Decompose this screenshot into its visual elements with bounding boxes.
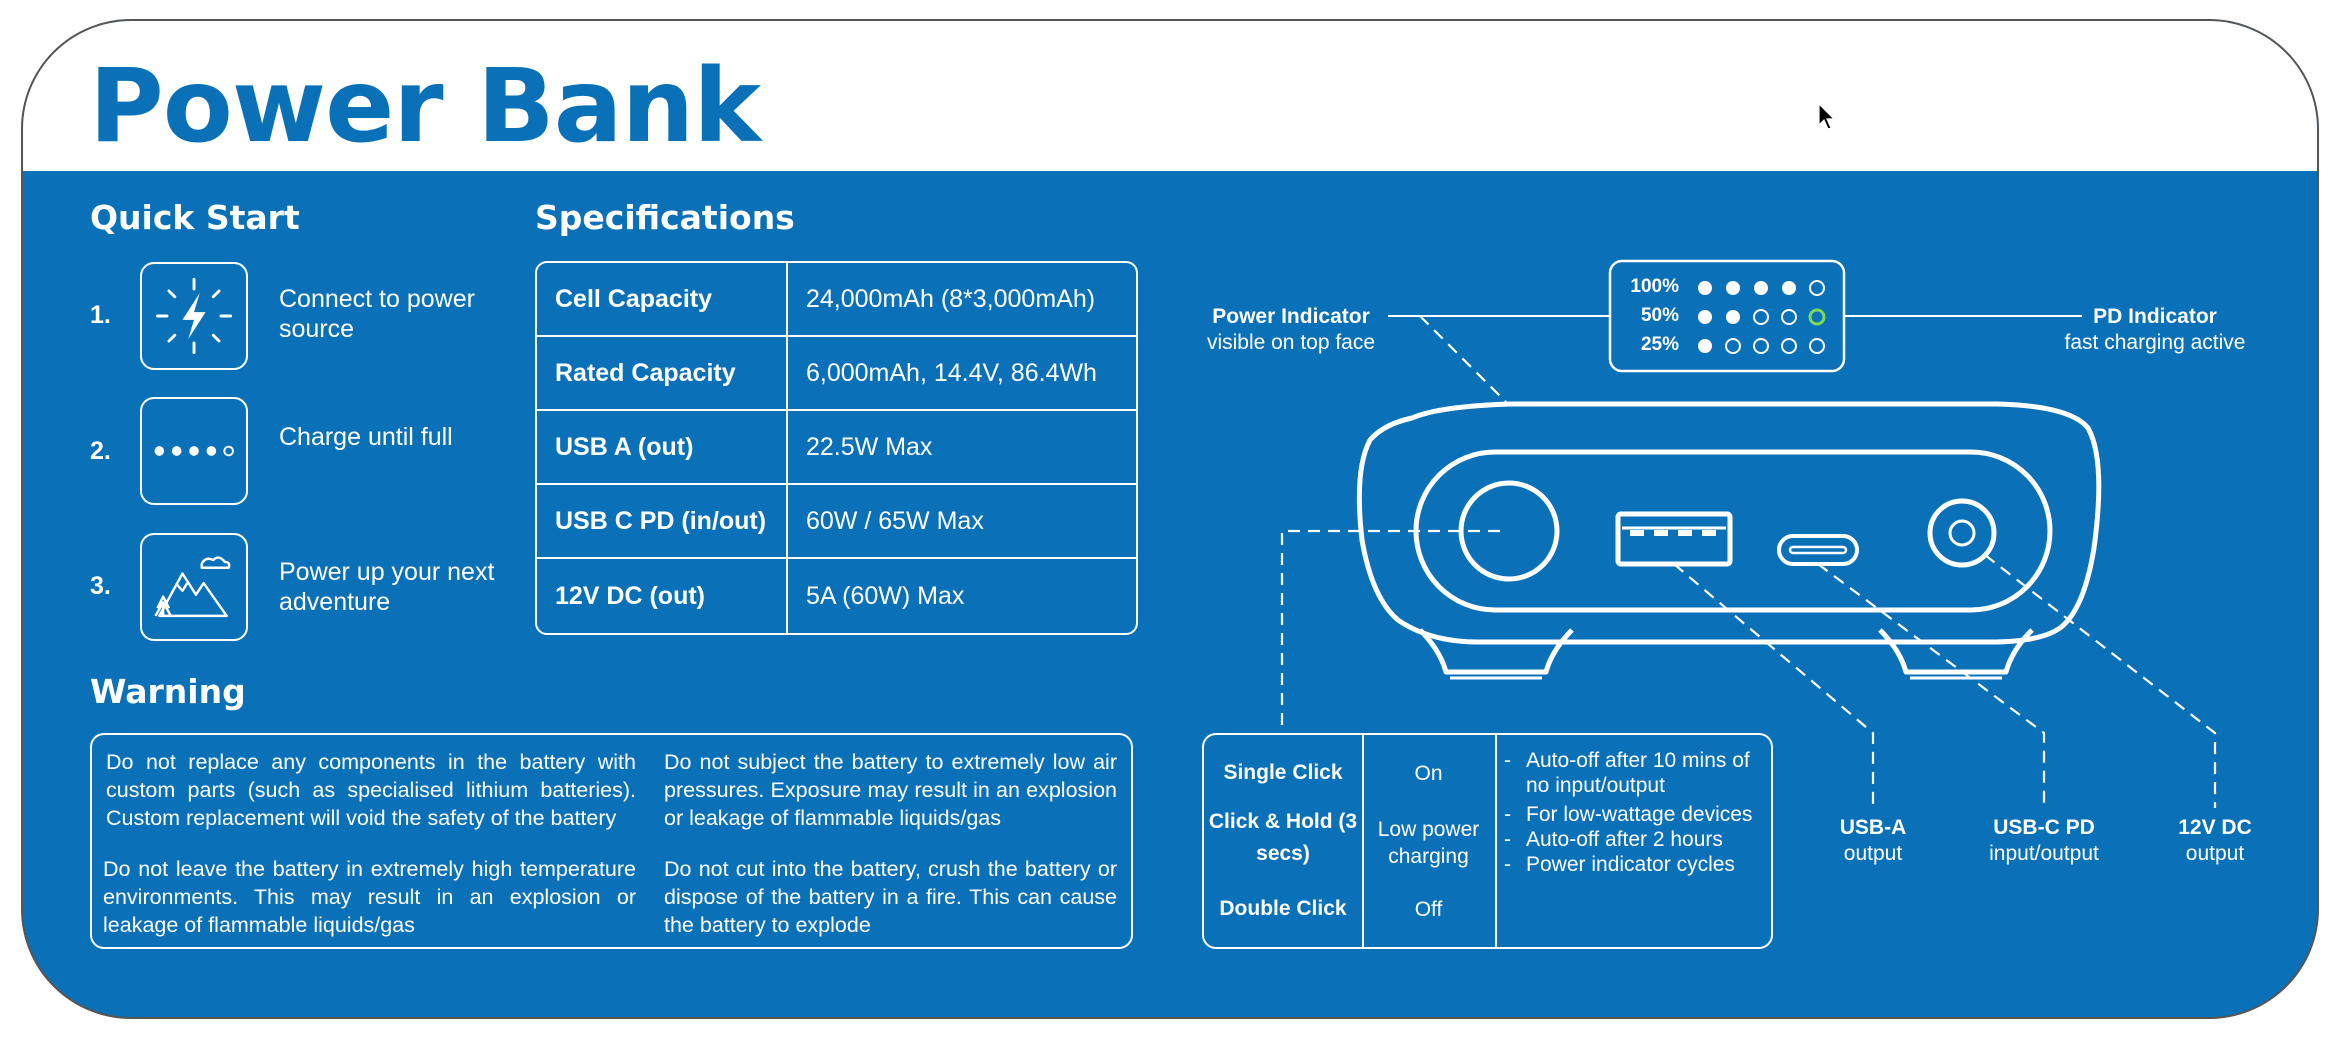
quick-start-heading: Quick Start — [90, 198, 300, 237]
indicator-led — [1808, 308, 1826, 326]
indicator-led — [1726, 310, 1740, 324]
dc-12v-port-icon — [1927, 498, 1997, 568]
pd-indicator-label: PD Indicator fast charging active — [2050, 304, 2260, 356]
spec-key: USB C PD (in/out) — [537, 485, 788, 559]
port-label: 12V DC output — [2155, 815, 2275, 867]
spec-value: 5A (60W) Max — [806, 581, 965, 610]
power-button-icon — [1458, 480, 1560, 582]
specifications-heading: Specifications — [535, 198, 795, 237]
control-note: -For low-wattage devices — [1504, 803, 1753, 826]
port-sub: output — [1843, 842, 1903, 865]
indicator-led — [1698, 339, 1712, 353]
control-result: Low power charging — [1377, 818, 1480, 868]
control-note: -Power indicator cycles — [1504, 853, 1735, 876]
port-title: USB-C PD — [1993, 816, 2095, 839]
power-indicator-sub: visible on top face — [1206, 331, 1376, 354]
table-row: 12V DC (out) 5A (60W) Max — [537, 559, 1136, 633]
mouse-cursor-icon — [1818, 103, 1836, 130]
usb-a-port-icon — [1615, 511, 1733, 567]
warning-heading: Warning — [90, 672, 246, 711]
step-text: Connect to power source — [279, 285, 475, 343]
control-result: On — [1414, 762, 1443, 785]
warning-item: Do not replace any components in the bat… — [106, 750, 636, 830]
port-title: 12V DC — [2178, 816, 2252, 839]
table-row: USB C PD (in/out) 60W / 65W Max — [537, 485, 1136, 559]
button-controls-box: Single Click Click & Hold (3 secs) Doubl… — [1202, 733, 1773, 949]
indicator-led — [1809, 338, 1825, 354]
level-label: 25% — [1640, 334, 1679, 355]
power-indicator-title: Power Indicator — [1212, 305, 1370, 328]
right-foot — [1878, 628, 2034, 675]
charge-dots-icon — [140, 397, 248, 505]
spec-value: 24,000mAh (8*3,000mAh) — [788, 263, 1136, 337]
warning-item: Do not subject the battery to extremely … — [664, 750, 1117, 830]
port-label: USB-A output — [1813, 815, 1933, 867]
specifications-table: Cell Capacity 24,000mAh (8*3,000mAh) Rat… — [535, 261, 1138, 635]
power-bank-body — [1356, 401, 2102, 645]
indicator-led — [1754, 281, 1768, 295]
spec-key: Cell Capacity — [537, 263, 788, 337]
step-number: 3. — [90, 572, 111, 600]
indicator-led — [1809, 280, 1825, 296]
control-note: -Auto-off after 10 mins of no input/outp… — [1504, 749, 1750, 797]
spec-value: 6,000mAh, 14.4V, 86.4Wh — [788, 337, 1136, 411]
indicator-led — [1698, 310, 1712, 324]
control-action: Double Click — [1219, 897, 1347, 920]
warning-box — [90, 733, 1133, 949]
indicator-dots — [1698, 280, 1826, 354]
controls-action-column — [1204, 735, 1364, 947]
indicator-led — [1698, 281, 1712, 295]
step-text: Charge until full — [279, 423, 453, 451]
spec-key: Rated Capacity — [537, 337, 788, 411]
pd-indicator-sub: fast charging active — [2064, 331, 2246, 354]
indicator-led — [1726, 281, 1740, 295]
level-label: 100% — [1630, 276, 1679, 297]
table-row: Cell Capacity 24,000mAh (8*3,000mAh) — [537, 263, 1136, 337]
spec-value: 22.5W Max — [788, 411, 1136, 485]
header: Power Bank — [23, 21, 2317, 171]
controls-result-column — [1362, 735, 1497, 947]
port-title: USB-A — [1839, 816, 1907, 839]
step-number: 2. — [90, 437, 111, 465]
table-row: Rated Capacity 6,000mAh, 14.4V, 86.4Wh — [537, 337, 1136, 411]
indicator-led — [1781, 338, 1797, 354]
port-panel — [1413, 449, 2053, 613]
table-row: USB A (out) 22.5W Max — [537, 411, 1136, 485]
indicator-led — [1753, 338, 1769, 354]
control-action: Click & Hold (3 secs) — [1208, 810, 1358, 865]
indicator-led — [1781, 309, 1797, 325]
pd-indicator-title: PD Indicator — [2093, 305, 2217, 328]
level-label: 50% — [1640, 305, 1679, 326]
port-sub: output — [2185, 842, 2245, 865]
mountain-icon — [140, 533, 248, 641]
spec-value: 60W / 65W Max — [788, 485, 1136, 559]
power-indicator-label: Power Indicator visible on top face — [1196, 304, 1386, 356]
power-bank-card: Power Bank — [21, 19, 2319, 1019]
step-number: 1. — [90, 301, 111, 329]
spec-key: USB A (out) — [537, 411, 788, 485]
indicator-led — [1782, 281, 1796, 295]
indicator-led — [1753, 309, 1769, 325]
control-result: Off — [1414, 898, 1443, 921]
port-sub: input/output — [1989, 842, 2099, 865]
warning-item: Do not cut into the battery, crush the b… — [664, 857, 1117, 937]
spec-key: 12V DC (out) — [537, 559, 788, 633]
control-action: Single Click — [1223, 761, 1343, 784]
step-text: Power up your next adventure — [279, 558, 495, 616]
control-note: -Auto-off after 2 hours — [1504, 828, 1723, 851]
indicator-led — [1725, 338, 1741, 354]
page-title: Power Bank — [89, 47, 761, 166]
warning-item: Do not leave the battery in extremely hi… — [103, 857, 636, 937]
port-label: USB-C PD input/output — [1974, 815, 2114, 867]
lightning-icon — [140, 262, 248, 370]
